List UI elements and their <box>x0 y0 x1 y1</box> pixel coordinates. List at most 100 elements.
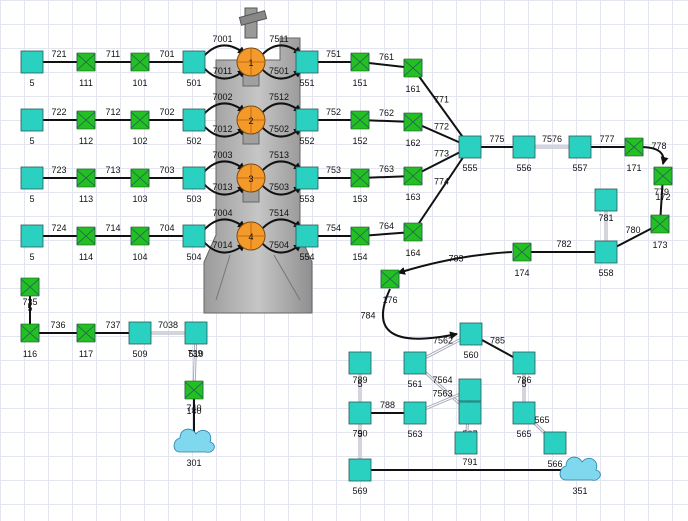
link-label: 784 <box>360 311 375 321</box>
link-7001[interactable]: 7001 <box>203 34 246 57</box>
node-5[interactable]: 5 <box>20 108 44 146</box>
link-label: 764 <box>379 221 394 231</box>
node-510[interactable]: 510 <box>184 321 208 359</box>
tank-square-icon <box>458 135 482 159</box>
valve-icon <box>380 270 400 288</box>
node-563[interactable]: 563 <box>403 401 427 439</box>
link-label: 7563 <box>432 389 452 399</box>
valve-icon <box>403 59 423 77</box>
node-501[interactable]: 501 <box>182 50 206 88</box>
valve-162[interactable]: 162 <box>403 112 423 148</box>
node-label: 510 <box>188 349 203 359</box>
node-560[interactable]: 560 <box>459 322 483 360</box>
link-774[interactable]: 774 <box>412 146 471 233</box>
valve-171[interactable]: 171 <box>624 137 644 173</box>
valve-153[interactable]: 153 <box>350 168 370 204</box>
valve-icon <box>130 227 150 245</box>
node-5[interactable]: 5 <box>20 224 44 262</box>
pump-3[interactable]: 3 <box>236 163 266 193</box>
node-509[interactable]: 509 <box>128 321 152 359</box>
valve-112[interactable]: 112 <box>76 110 96 146</box>
node-558[interactable]: 558 <box>594 240 618 278</box>
link-line[interactable] <box>412 67 471 148</box>
valve-173[interactable]: 173 <box>650 214 670 250</box>
node-503[interactable]: 503 <box>182 166 206 204</box>
node-502[interactable]: 502 <box>182 108 206 146</box>
node-5[interactable]: 5 <box>348 351 372 389</box>
node-label: 162 <box>405 138 420 148</box>
node-n570[interactable] <box>454 431 478 455</box>
link-line[interactable] <box>397 251 513 275</box>
cloud-351[interactable]: 351 <box>559 456 601 496</box>
link-label: 7012 <box>212 124 232 134</box>
valve-140[interactable]: 140 <box>184 380 204 416</box>
node-label: 164 <box>405 248 420 258</box>
tank-square-icon <box>182 50 206 74</box>
valve-103[interactable]: 103 <box>130 168 150 204</box>
node-556[interactable]: 556 <box>512 135 536 173</box>
pump-1[interactable]: 1 <box>236 47 266 77</box>
node-label: 102 <box>132 136 147 146</box>
valve-154[interactable]: 154 <box>350 226 370 262</box>
valve-icon <box>76 53 96 71</box>
node-5[interactable]: 5 <box>512 351 536 389</box>
valve-174[interactable]: 174 <box>512 242 532 278</box>
valve-152[interactable]: 152 <box>350 110 370 146</box>
valve-101[interactable]: 101 <box>130 52 150 88</box>
valve-172[interactable]: 172 <box>653 166 673 202</box>
node-5[interactable]: 5 <box>348 401 372 439</box>
link-784[interactable]: 784 <box>360 288 458 340</box>
valve-161[interactable]: 161 <box>403 58 423 94</box>
link-783[interactable]: 783 <box>397 251 513 275</box>
node-566[interactable]: 566 <box>543 431 567 469</box>
valve-176[interactable]: 176 <box>380 269 400 305</box>
link-label: 7013 <box>212 182 232 192</box>
tank-square-icon <box>295 108 319 132</box>
node-554[interactable]: 554 <box>295 224 319 262</box>
cloud-301[interactable]: 301 <box>173 428 215 468</box>
valve-111[interactable]: 111 <box>76 52 96 88</box>
node-565[interactable]: 565 <box>512 401 536 439</box>
node-5[interactable]: 5 <box>20 50 44 88</box>
valve-117[interactable]: 117 <box>76 323 96 359</box>
node-569[interactable]: 569 <box>348 458 372 496</box>
valve-114[interactable]: 114 <box>76 226 96 262</box>
node-nX[interactable] <box>594 188 618 212</box>
node-5[interactable]: 5 <box>20 166 44 204</box>
valve-116[interactable]: 116 <box>20 323 40 359</box>
node-557[interactable]: 557 <box>568 135 592 173</box>
pump-cross <box>237 106 265 134</box>
pump-2[interactable]: 2 <box>236 105 266 135</box>
link-778[interactable]: 778 <box>639 141 669 165</box>
pump-cross <box>237 222 265 250</box>
valve-104[interactable]: 104 <box>130 226 150 262</box>
link-771[interactable]: 771 <box>412 67 471 148</box>
link-791[interactable]: 791 <box>360 457 581 474</box>
valve-164[interactable]: 164 <box>403 222 423 258</box>
node-label: 301 <box>186 458 201 468</box>
link-label: 7576 <box>542 134 562 144</box>
pump-4[interactable]: 4 <box>236 221 266 251</box>
link-line[interactable] <box>381 288 458 340</box>
valve-icon <box>184 381 204 399</box>
valve-113[interactable]: 113 <box>76 168 96 204</box>
valve-163[interactable]: 163 <box>403 166 423 202</box>
node-label: 152 <box>352 136 367 146</box>
node-label: 566 <box>547 459 562 469</box>
link-782[interactable]: 782 <box>521 239 606 256</box>
node-555[interactable]: 555 <box>458 135 482 173</box>
node-551[interactable]: 551 <box>295 50 319 88</box>
link-label: 711 <box>106 49 120 59</box>
link-label: 753 <box>326 165 341 175</box>
node-504[interactable]: 504 <box>182 224 206 262</box>
link-line[interactable] <box>412 146 471 233</box>
node-552[interactable]: 552 <box>295 108 319 146</box>
link-line[interactable] <box>639 146 669 165</box>
valve-5[interactable]: 5 <box>20 277 40 313</box>
valve-102[interactable]: 102 <box>130 110 150 146</box>
valve-151[interactable]: 151 <box>350 52 370 88</box>
node-561[interactable]: 561 <box>403 351 427 389</box>
tank-square-icon <box>594 188 618 212</box>
node-553[interactable]: 553 <box>295 166 319 204</box>
